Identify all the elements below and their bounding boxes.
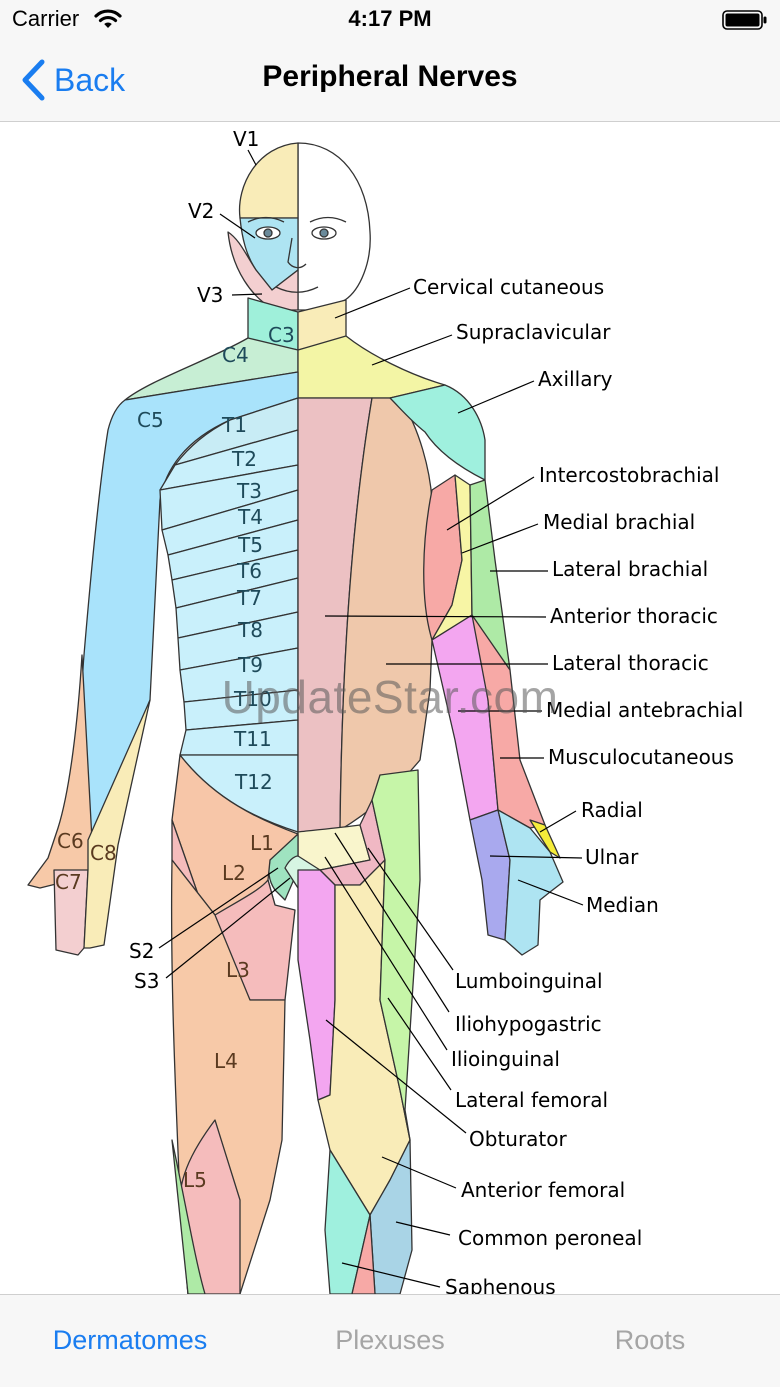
label-median: Median — [586, 893, 659, 917]
label-ulnar: Ulnar — [585, 845, 639, 869]
battery-icon — [722, 9, 768, 36]
status-bar: Carrier 4:17 PM — [0, 0, 780, 40]
label-lateral-brachial: Lateral brachial — [552, 557, 708, 581]
label-s2: S2 — [129, 939, 154, 963]
head-right-region — [297, 142, 371, 311]
label-t8: T8 — [237, 618, 263, 642]
lateral-femoral-region — [371, 769, 421, 1141]
label-anterior-femoral: Anterior femoral — [461, 1178, 625, 1202]
tab-roots[interactable]: Roots — [614, 1324, 686, 1355]
tab-dermatomes[interactable]: Dermatomes — [52, 1324, 208, 1355]
label-musculocutaneous: Musculocutaneous — [548, 745, 734, 769]
label-c6: C6 — [57, 829, 84, 853]
c8-region — [83, 699, 151, 949]
label-t11: T11 — [233, 727, 272, 751]
label-supraclavicular: Supraclavicular — [456, 320, 611, 344]
back-label: Back — [54, 61, 126, 98]
axillary-region — [389, 384, 486, 481]
label-intercostobrachial: Intercostobrachial — [539, 463, 719, 487]
label-iliohypogastric: Iliohypogastric — [455, 1012, 602, 1036]
label-c3: C3 — [268, 323, 295, 347]
back-button[interactable]: Back — [20, 56, 125, 104]
label-saphenous: Saphenous — [445, 1275, 556, 1294]
v1-region — [238, 142, 299, 219]
v3-region — [227, 231, 299, 311]
body-illustration: V1 V2 V3 C3 C4 C5 C6 C7 C8 T1 T2 T3 T4 T… — [27, 127, 743, 1294]
label-lateral-thoracic: Lateral thoracic — [552, 651, 709, 675]
label-ilioinguinal: Ilioinguinal — [451, 1047, 560, 1071]
tab-plexuses[interactable]: Plexuses — [335, 1324, 445, 1355]
c7-region — [53, 869, 89, 956]
obturator-region — [297, 869, 336, 1101]
label-t6: T6 — [236, 559, 262, 583]
label-v2: V2 — [188, 199, 214, 223]
label-c4: C4 — [222, 343, 249, 367]
label-c5: C5 — [137, 408, 164, 432]
label-t9: T9 — [237, 653, 263, 677]
label-t3: T3 — [236, 479, 262, 503]
label-medial-brachial: Medial brachial — [543, 510, 695, 534]
median-region — [497, 809, 564, 956]
leader-lines — [158, 149, 584, 1288]
page-title: Peripheral Nerves — [262, 60, 518, 93]
saphenous-region — [324, 1149, 371, 1294]
label-obturator: Obturator — [469, 1127, 568, 1151]
label-s3: S3 — [134, 969, 159, 993]
label-c7: C7 — [55, 870, 82, 894]
wifi-icon — [94, 8, 122, 35]
l3-region — [171, 819, 296, 1001]
watermark: UpdateStar.com — [221, 671, 559, 723]
status-time: 4:17 PM — [348, 6, 432, 31]
label-t4: T4 — [237, 505, 263, 529]
label-v1: V1 — [233, 127, 259, 151]
carrier-label: Carrier — [12, 6, 80, 31]
lateral-thoracic-region — [339, 397, 433, 831]
c6-region — [27, 654, 93, 889]
tab-bar: Dermatomes Plexuses Roots — [0, 1294, 780, 1387]
label-lateral-femoral: Lateral femoral — [455, 1088, 608, 1112]
label-v3: V3 — [197, 283, 223, 307]
label-t2: T2 — [231, 447, 257, 471]
label-cervical-cutaneous: Cervical cutaneous — [413, 275, 604, 299]
label-l1: L1 — [250, 831, 274, 855]
label-radial: Radial — [581, 798, 643, 822]
label-t1: T1 — [221, 413, 247, 437]
label-anterior-thoracic: Anterior thoracic — [550, 604, 718, 628]
label-medial-antebrachial: Medial antebrachial — [546, 698, 743, 722]
label-common-peroneal: Common peroneal — [458, 1226, 642, 1250]
chevron-left-icon — [20, 58, 46, 102]
label-lumboinguinal: Lumboinguinal — [455, 969, 603, 993]
label-t5: T5 — [237, 533, 263, 557]
label-l4: L4 — [214, 1049, 238, 1073]
common-peroneal-region — [369, 1139, 413, 1294]
right-lower-leg-red — [351, 1214, 376, 1294]
label-t10: T10 — [233, 687, 272, 711]
label-c8: C8 — [90, 841, 117, 865]
navigation-bar: Back Peripheral Nerves — [0, 40, 780, 122]
face-features — [247, 216, 347, 293]
label-axillary: Axillary — [538, 367, 613, 391]
label-l2: L2 — [222, 861, 246, 885]
label-t7: T7 — [236, 586, 262, 610]
label-l5: L5 — [183, 1168, 207, 1192]
left-leg-outer — [171, 1139, 206, 1294]
nerve-diagram: V1 V2 V3 C3 C4 C5 C6 C7 C8 T1 T2 T3 T4 T… — [0, 122, 780, 1294]
label-l3: L3 — [226, 958, 250, 982]
label-t12: T12 — [234, 770, 273, 794]
